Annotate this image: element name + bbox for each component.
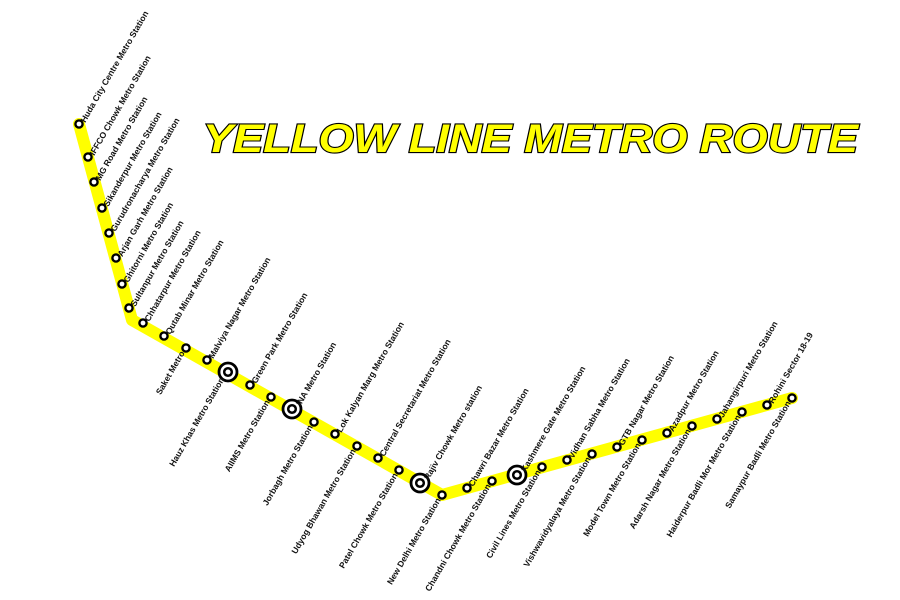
station-label: Udyog Bhawan Metro Station: [289, 447, 357, 555]
map-title: YELLOW LINE METRO ROUTE: [203, 117, 859, 161]
station-marker: [394, 465, 404, 475]
station-label: Hauz Khas Metro Station: [167, 376, 226, 469]
station-label: Qutab Minar Metro Station: [163, 238, 225, 336]
station-marker: [373, 453, 383, 463]
station-marker: [89, 177, 99, 187]
station-label: Central Secretariat Metro Station: [377, 337, 453, 458]
interchange-station-marker: [414, 477, 426, 489]
station-marker: [562, 455, 572, 465]
station-marker: [117, 279, 127, 289]
station: Green Park Metro Station: [245, 291, 310, 390]
station-marker: [587, 449, 597, 459]
station-marker: [111, 253, 121, 263]
station-marker: [245, 380, 255, 390]
station-marker: [737, 407, 747, 417]
station-marker: [352, 441, 362, 451]
station: Hauz Khas Metro Station: [167, 361, 239, 469]
station-marker: [138, 318, 148, 328]
station-label: Malviya Nagar Metro Station: [206, 255, 272, 360]
station: Udyog Bhawan Metro Station: [289, 441, 362, 555]
station-marker: [712, 414, 722, 424]
station-marker: [762, 400, 772, 410]
station-label: Lok Kalyan Marg Metro Station: [334, 320, 406, 434]
station-marker: [687, 421, 697, 431]
station-marker: [437, 490, 447, 500]
station: Saket Metro: [154, 343, 191, 396]
station-label: Green Park Metro Station: [249, 291, 309, 385]
station-marker: [462, 483, 472, 493]
station-marker: [787, 393, 797, 403]
interchange-station-marker: [222, 366, 234, 378]
station-marker: [309, 417, 319, 427]
station-label: Jorbagh Metro Station: [260, 423, 314, 507]
station-marker: [97, 203, 107, 213]
station-marker: [612, 442, 622, 452]
interchange-station-marker: [511, 469, 523, 481]
station: Malviya Nagar Metro Station: [202, 255, 272, 365]
station: Lok Kalyan Marg Metro Station: [330, 320, 406, 439]
station-marker: [181, 343, 191, 353]
station-marker: [266, 392, 276, 402]
station-marker: [487, 476, 497, 486]
station-marker: [202, 355, 212, 365]
station-marker: [124, 303, 134, 313]
station-label: INA Metro Station: [294, 340, 339, 407]
station-marker: [83, 152, 93, 162]
station: AIIMS Metro Station: [222, 392, 276, 473]
station-label: Patel Chowk Metro Station: [337, 471, 400, 570]
station-marker: [537, 462, 547, 472]
station: Patel Chowk Metro Station: [337, 465, 404, 570]
station-marker: [74, 119, 84, 129]
station-label: AIIMS Metro Station: [222, 398, 271, 473]
station-marker: [104, 228, 114, 238]
station-marker: [330, 429, 340, 439]
interchange-station-marker: [286, 403, 298, 415]
station: INA Metro Station: [281, 340, 339, 420]
station-marker: [662, 428, 672, 438]
station: Jorbagh Metro Station: [260, 417, 319, 507]
station-marker: [159, 331, 169, 341]
station-label: Saket Metro: [154, 349, 187, 396]
station-marker: [637, 435, 647, 445]
